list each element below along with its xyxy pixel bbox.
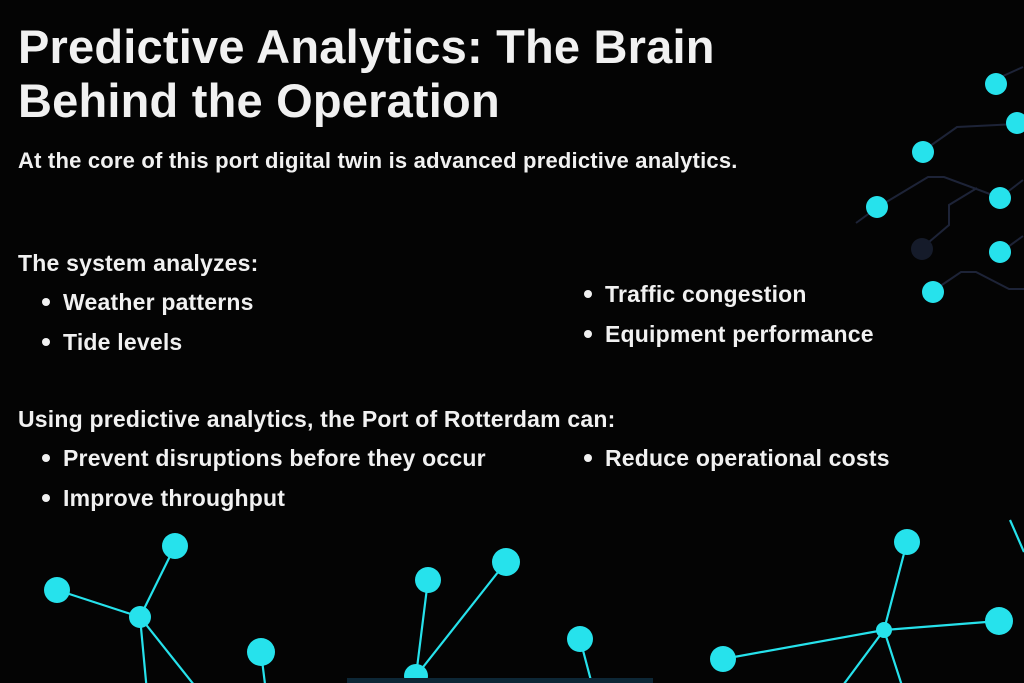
network-edge — [722, 628, 885, 661]
network-node-icon — [415, 567, 441, 593]
subtitle: At the core of this port digital twin is… — [18, 148, 738, 173]
page-title-line-2: Behind the Operation — [18, 74, 500, 127]
section-heading: The system analyzes: — [18, 250, 259, 276]
bullet-list-left: Prevent disruptions before they occur Im… — [18, 444, 584, 526]
network-edge — [882, 629, 903, 683]
list-item: Weather patterns — [42, 288, 584, 315]
bullet-icon — [584, 290, 592, 298]
list-item: Improve throughput — [42, 484, 584, 511]
circuit-node-icon — [985, 73, 1007, 95]
list-item-label: Weather patterns — [63, 288, 254, 315]
circuit-decoration — [855, 66, 1024, 303]
circuit-trace — [932, 271, 1024, 292]
bullet-icon — [42, 454, 50, 462]
network-node-icon — [567, 626, 593, 652]
network-edge — [139, 616, 194, 683]
network-edge — [414, 579, 430, 677]
list-item: Reduce operational costs — [584, 444, 890, 471]
bullet-icon — [584, 330, 592, 338]
network-edge — [139, 545, 176, 618]
circuit-node-icon — [1006, 112, 1024, 134]
bullet-icon — [42, 338, 50, 346]
section-system-analyzes: The system analyzes: Weather patterns Ti… — [18, 251, 998, 370]
bullet-icon — [42, 298, 50, 306]
network-edge — [415, 561, 507, 677]
network-node-icon — [894, 529, 920, 555]
page-title-line-1: Predictive Analytics: The Brain — [18, 20, 715, 73]
network-cluster-right — [710, 519, 1024, 683]
circuit-node-icon — [912, 141, 934, 163]
list-item-label: Reduce operational costs — [605, 444, 890, 471]
circuit-node-icon — [989, 187, 1011, 209]
list-item: Equipment performance — [584, 320, 874, 347]
network-edge — [56, 588, 141, 619]
bullet-list-right: Traffic congestion Equipment performance — [584, 280, 874, 370]
bullet-columns: Prevent disruptions before they occur Im… — [18, 444, 998, 526]
circuit-trace — [921, 187, 978, 249]
list-item-label: Prevent disruptions before they occur — [63, 444, 486, 471]
network-cluster-middle — [404, 548, 593, 683]
bullet-icon — [42, 494, 50, 502]
network-node-icon — [162, 533, 188, 559]
circuit-node-icon — [866, 196, 888, 218]
network-edge — [883, 619, 1000, 632]
page-title: Predictive Analytics: The Brain Behind t… — [18, 20, 958, 128]
network-node-icon — [710, 646, 736, 672]
network-node-icon — [247, 638, 275, 666]
network-edge — [1008, 519, 1024, 553]
circuit-trace — [922, 123, 1019, 152]
circuit-node-icon — [989, 241, 1011, 263]
network-node-icon — [985, 607, 1013, 635]
bullet-list-left: Weather patterns Tide levels — [18, 288, 584, 370]
bullet-list-right: Reduce operational costs — [584, 444, 890, 526]
network-edge — [138, 616, 148, 683]
network-edge — [882, 541, 909, 631]
bullet-columns: Weather patterns Tide levels Traffic con… — [18, 281, 998, 370]
list-item: Prevent disruptions before they occur — [42, 444, 584, 471]
section-port-can: Using predictive analytics, the Port of … — [18, 407, 998, 526]
network-edge — [843, 629, 885, 683]
list-item: Tide levels — [42, 328, 584, 355]
network-node-icon — [876, 622, 892, 638]
list-item-label: Traffic congestion — [605, 280, 807, 307]
network-cluster-left — [44, 533, 275, 683]
list-item-label: Tide levels — [63, 328, 183, 355]
section-heading: Using predictive analytics, the Port of … — [18, 406, 616, 432]
network-node-icon — [44, 577, 70, 603]
circuit-dark-node-icon — [911, 238, 933, 260]
list-item: Traffic congestion — [584, 280, 874, 307]
network-node-icon — [129, 606, 151, 628]
list-item-label: Equipment performance — [605, 320, 874, 347]
bottom-bar-decoration — [347, 678, 653, 683]
network-node-icon — [492, 548, 520, 576]
circuit-node-icon — [922, 281, 944, 303]
list-item-label: Improve throughput — [63, 484, 286, 511]
circuit-trace — [1002, 66, 1024, 77]
bullet-icon — [584, 454, 592, 462]
